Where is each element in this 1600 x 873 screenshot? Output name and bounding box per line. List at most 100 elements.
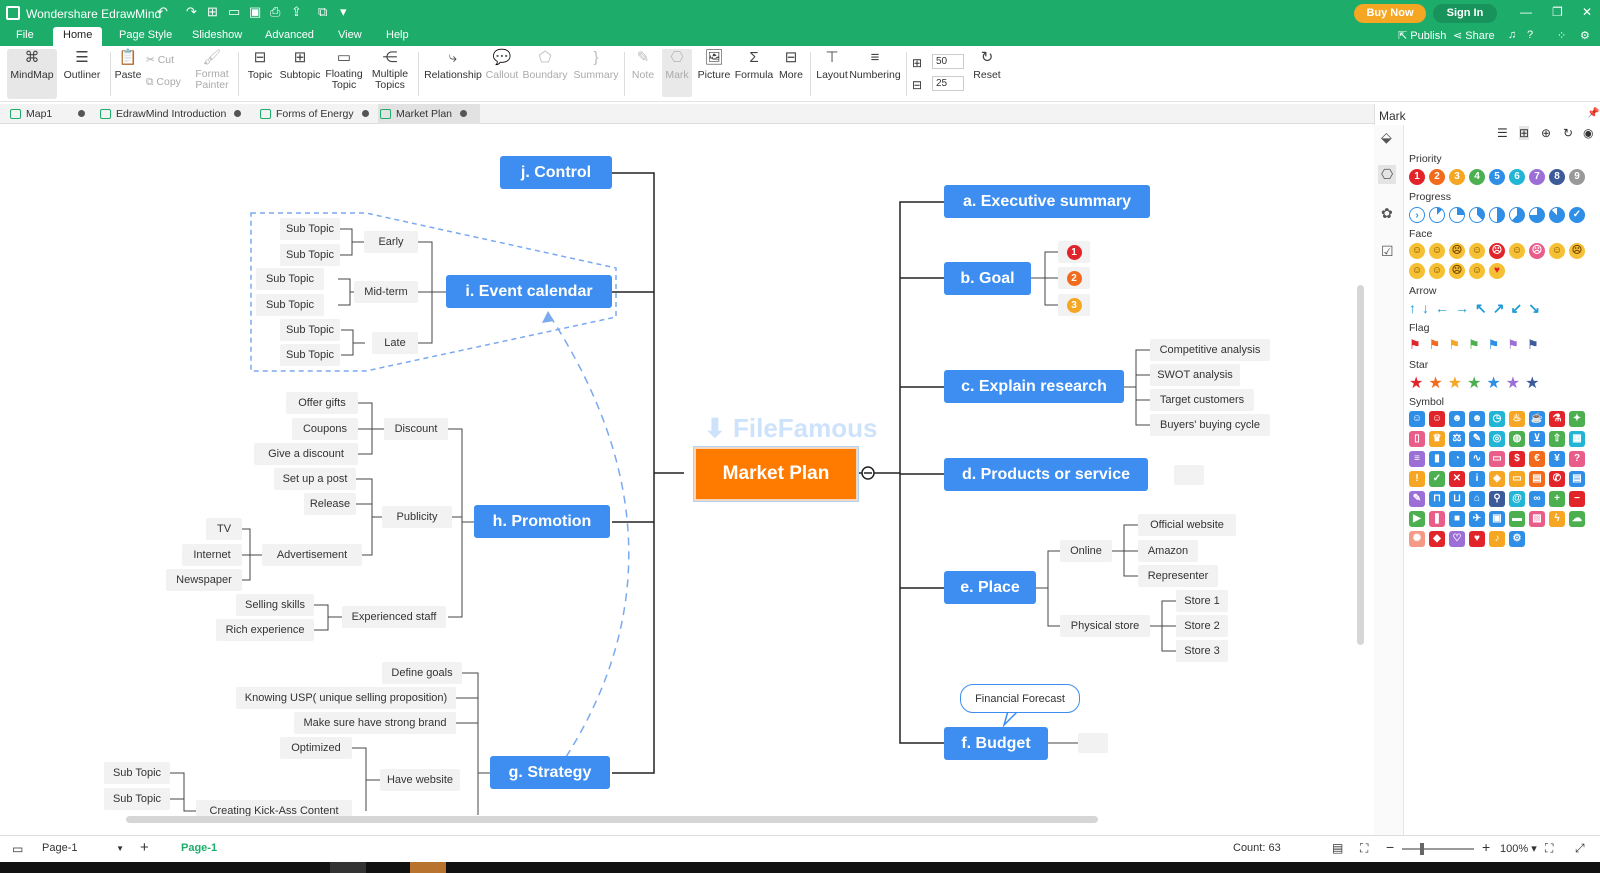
pie-chart-icon[interactable]: ◔	[1449, 451, 1465, 467]
subtopic-sub-topic[interactable]: Sub Topic	[280, 344, 340, 366]
face-icon[interactable]: ☹	[1449, 263, 1465, 279]
outliner-button[interactable]: ☰Outliner	[60, 49, 104, 81]
subtopic-define-goals[interactable]: Define goals	[382, 662, 462, 684]
arrow-down-icon[interactable]: ↓	[1422, 300, 1429, 316]
progress-icon[interactable]	[1529, 207, 1545, 223]
star-green-icon[interactable]: ★	[1467, 375, 1482, 392]
image-icon[interactable]: ▨	[1529, 511, 1545, 527]
close-tab-icon[interactable]	[460, 110, 468, 117]
menu-page-style[interactable]: Page Style	[119, 29, 173, 41]
save-icon[interactable]: ▣	[249, 4, 262, 19]
star-blue-icon[interactable]: ★	[1486, 375, 1501, 392]
share-button[interactable]: ⋖ Share	[1453, 30, 1495, 42]
subtopic-online-item[interactable]: Official website	[1138, 514, 1236, 536]
subtopic-late[interactable]: Late	[372, 332, 418, 354]
boundary-button[interactable]: ⬠Boundary	[522, 49, 568, 81]
priority-8-icon[interactable]: 8	[1549, 169, 1565, 185]
tab-market-plan[interactable]: Market Plan	[378, 104, 480, 124]
yen-icon[interactable]: ¥	[1549, 451, 1565, 467]
subtopic-discount-item[interactable]: Coupons	[292, 418, 358, 440]
calendar-icon[interactable]: ▦	[1569, 431, 1585, 447]
layers-icon[interactable]: ◈	[1489, 471, 1505, 487]
close-icon[interactable]: ✕	[1582, 5, 1593, 19]
scale-icon[interactable]: ⚖	[1449, 431, 1465, 447]
card-icon[interactable]: ▬	[1509, 511, 1525, 527]
sidebar-toggle-icon[interactable]: ▭	[12, 842, 24, 856]
bell-icon[interactable]: ♫	[1508, 29, 1517, 41]
priority-2-icon[interactable]: 2	[1429, 169, 1445, 185]
face-icon[interactable]: ☹	[1489, 243, 1505, 259]
star-yellow-icon[interactable]: ★	[1447, 375, 1463, 392]
refresh-mark-icon[interactable]: ↻	[1563, 126, 1574, 140]
export-icon[interactable]: ⇪	[291, 4, 302, 19]
copy-button[interactable]: ⧉ Copy	[146, 76, 191, 89]
shield-icon[interactable]: ♡	[1449, 531, 1465, 547]
document-icon[interactable]: ▤	[1569, 471, 1585, 487]
subtopic-store[interactable]: Store 3	[1176, 640, 1228, 662]
arrow-up-left-icon[interactable]: ↖	[1475, 300, 1487, 316]
flag-green-icon[interactable]: ⚑	[1467, 337, 1480, 352]
customize-icon[interactable]: ▾	[340, 4, 347, 19]
pin-icon[interactable]: 📌	[1587, 108, 1600, 119]
multiple-topics-button[interactable]: ⋲Multiple Topics	[366, 49, 414, 91]
subtopic-discount[interactable]: Discount	[384, 418, 448, 440]
face-icon[interactable]: ☹	[1449, 243, 1465, 259]
subtopic-sub-topic[interactable]: Sub Topic	[280, 218, 340, 240]
tab-map1[interactable]: Map1	[8, 104, 88, 124]
idea-icon[interactable]: ✦	[1569, 411, 1585, 427]
folder-yellow-icon[interactable]: ▭	[1509, 471, 1525, 487]
subtopic-online-item[interactable]: Amazon	[1138, 540, 1198, 562]
globe-icon[interactable]: ◍	[1509, 431, 1525, 447]
cut-button[interactable]: ✂ Cut	[146, 54, 186, 66]
buy-now-button[interactable]: Buy Now	[1354, 4, 1426, 23]
pencil-icon[interactable]: ✎	[1409, 491, 1425, 507]
clipart-icon[interactable]: ✿	[1381, 205, 1393, 221]
subtopic-publicity[interactable]: Publicity	[382, 506, 452, 528]
subtopic-ad-item[interactable]: Internet	[182, 544, 242, 566]
sign-in-button[interactable]: Sign In	[1433, 4, 1497, 23]
mindmap-button[interactable]: ⌘MindMap	[7, 49, 57, 99]
publish-button[interactable]: ⇱ Publish	[1398, 30, 1447, 42]
progress-icon[interactable]	[1469, 207, 1485, 223]
pause-icon[interactable]: ❚	[1429, 511, 1445, 527]
subtopic-ad-item[interactable]: TV	[206, 518, 242, 540]
face-icon[interactable]: ☺	[1429, 243, 1445, 259]
subtopic-early[interactable]: Early	[364, 231, 418, 253]
empty-subtopic[interactable]	[1174, 465, 1204, 485]
subtopic-sub-topic[interactable]: Sub Topic	[280, 244, 340, 266]
vertical-scrollbar[interactable]	[1357, 285, 1364, 645]
menu-advanced[interactable]: Advanced	[265, 29, 314, 41]
subtopic-experienced-staff[interactable]: Experienced staff	[342, 606, 446, 628]
menu-slideshow[interactable]: Slideshow	[192, 29, 243, 41]
callout-button[interactable]: 💬Callout	[484, 49, 520, 81]
central-topic[interactable]: Market Plan	[693, 446, 859, 502]
eye-icon[interactable]: ◉	[1583, 126, 1594, 140]
face-icon[interactable]: ☺	[1469, 243, 1485, 259]
subtopic-discount-item[interactable]: Offer gifts	[286, 392, 358, 414]
subtopic-advertisement[interactable]: Advertisement	[262, 544, 362, 566]
numbering-button[interactable]: ≡Numbering	[848, 49, 902, 81]
rocket-icon[interactable]: ⇧	[1549, 431, 1565, 447]
subtopic-ad-item[interactable]: Newspaper	[166, 569, 242, 591]
check-icon[interactable]: ✓	[1429, 471, 1445, 487]
new-icon[interactable]: ⊞	[207, 4, 218, 19]
priority-1-icon[interactable]: 1	[1409, 169, 1425, 185]
layout-button[interactable]: ⊤Layout	[814, 49, 850, 81]
face-icon[interactable]: ♥	[1489, 263, 1505, 279]
folder-icon[interactable]: ▭	[1489, 451, 1505, 467]
user-group-icon[interactable]: ☻	[1449, 411, 1465, 427]
close-tab-icon[interactable]	[78, 110, 86, 117]
fit-width-icon[interactable]: ⛶	[1360, 841, 1369, 855]
subtopic-store[interactable]: Store 1	[1176, 590, 1228, 612]
share-doc-icon[interactable]: ⧉	[318, 4, 328, 19]
subtopic-publicity-item[interactable]: Release	[304, 493, 356, 515]
play-icon[interactable]: ▶	[1409, 511, 1425, 527]
flag-red-icon[interactable]: ⚑	[1409, 337, 1421, 352]
topic-place[interactable]: e. Place	[944, 571, 1036, 604]
progress-icon[interactable]	[1549, 207, 1565, 223]
progress-icon[interactable]	[1509, 207, 1525, 223]
subtopic-sub-topic[interactable]: Sub Topic	[256, 268, 324, 290]
home-icon[interactable]: ⌂	[1469, 491, 1485, 507]
face-icon[interactable]: ☺	[1429, 263, 1445, 279]
